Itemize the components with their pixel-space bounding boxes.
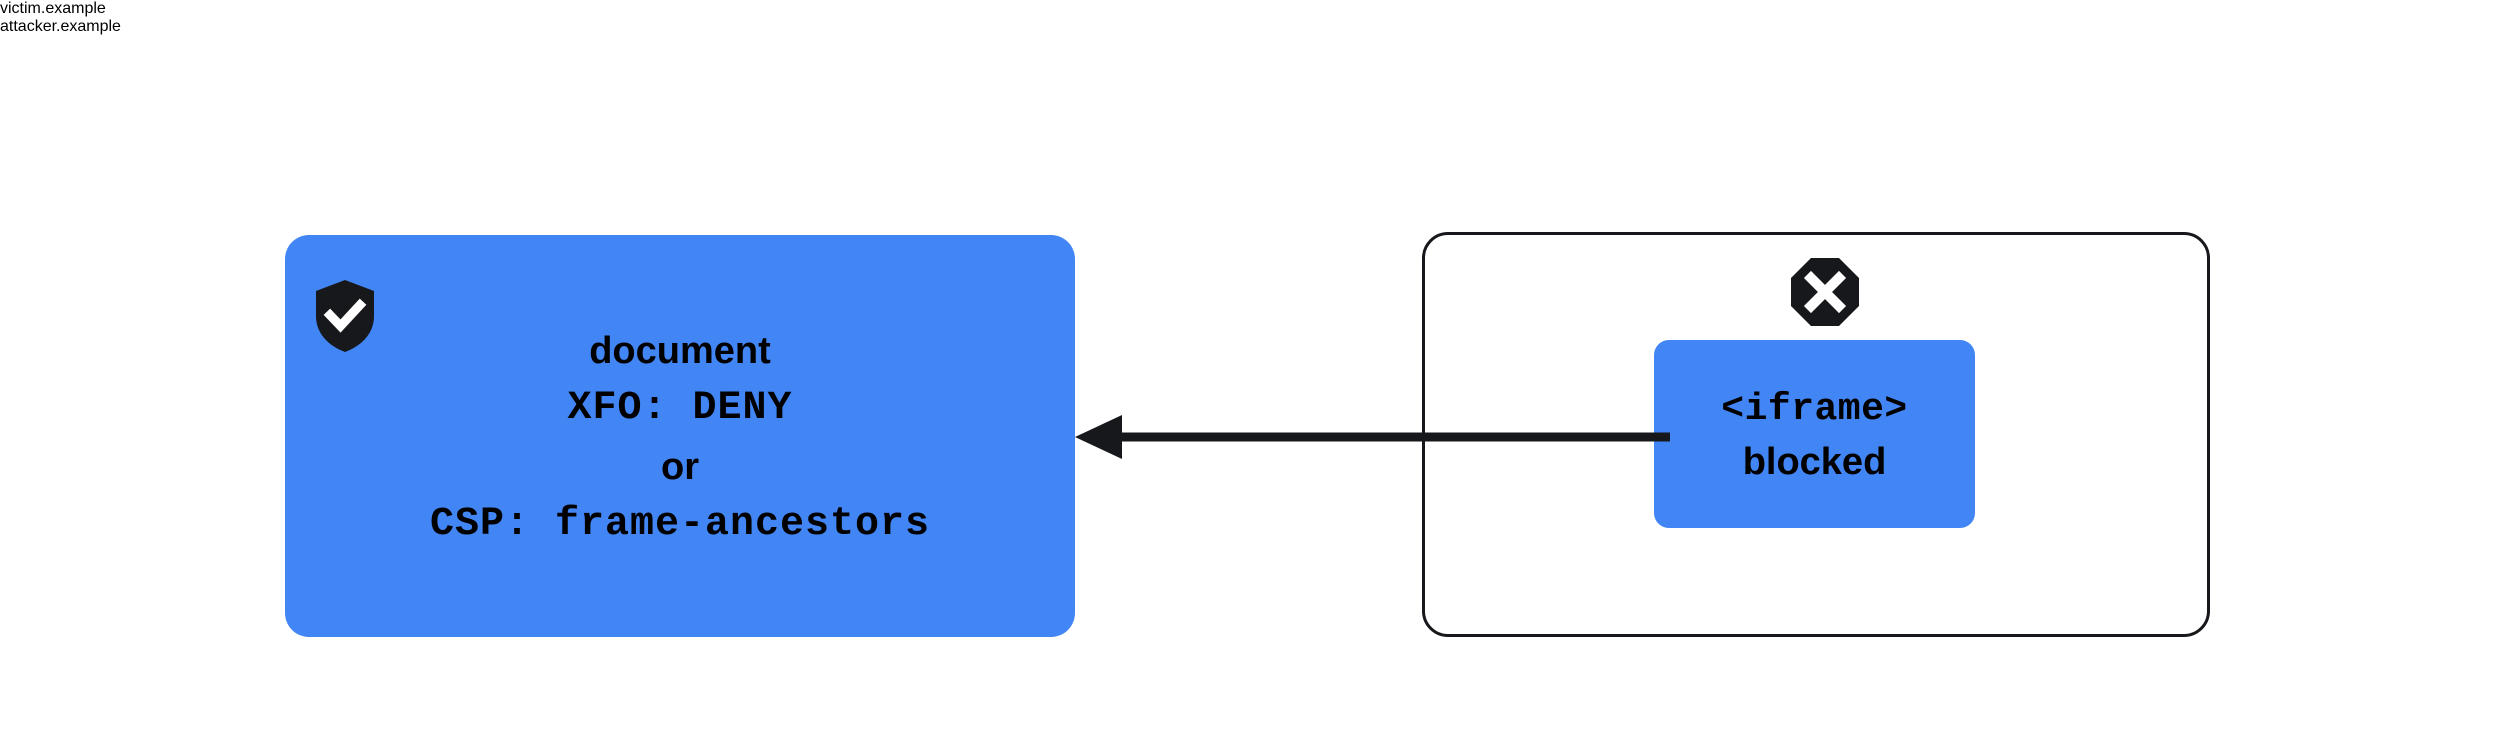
victim-doc-line-document: document (589, 330, 771, 372)
blocked-octagon-x-icon (1791, 258, 1859, 326)
framing-attempt-blocked-arrow (1060, 400, 1670, 476)
attacker-iframe-text: <iframe> blocked (1654, 384, 1975, 488)
victim-document-text: document XFO: DENY or CSP: frame-ancesto… (285, 322, 1075, 554)
victim-origin-panel (285, 235, 1075, 637)
victim-doc-line-xfo: XFO: DENY (567, 386, 793, 431)
victim-doc-line-or: or (661, 446, 699, 488)
shield-check-icon (316, 280, 374, 352)
victim-doc-line-csp: CSP: frame-ancestors (429, 502, 931, 547)
attacker-iframe-box: <iframe> blocked (1654, 340, 1975, 528)
iframe-status-line: blocked (1742, 441, 1887, 483)
attacker-origin-label: attacker.example (0, 18, 121, 35)
iframe-tag-line: <iframe> (1721, 388, 1908, 431)
victim-origin-label: victim.example (0, 0, 106, 17)
